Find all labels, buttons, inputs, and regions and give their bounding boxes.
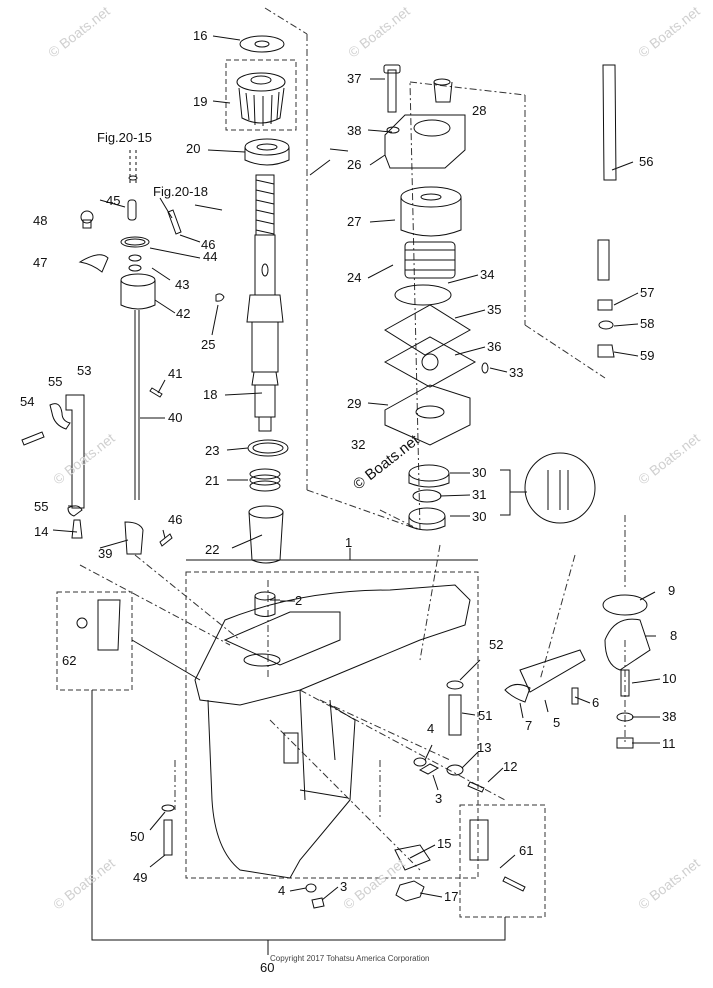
part-label-29: 29 xyxy=(347,396,362,411)
part-label-51: 51 xyxy=(478,708,493,723)
part-label-46b: 46 xyxy=(168,512,183,527)
part-label-20: 20 xyxy=(186,141,201,156)
part-label-59: 59 xyxy=(640,348,655,363)
part-label-3b: 3 xyxy=(340,879,348,894)
part-label-55a: 55 xyxy=(48,374,63,389)
part-label-13: 13 xyxy=(477,740,492,755)
part-label-55b: 55 xyxy=(34,499,49,514)
part-label-15: 15 xyxy=(437,836,452,851)
part-label-34: 34 xyxy=(480,267,495,282)
part-label-44: 44 xyxy=(203,249,218,264)
part-label-8: 8 xyxy=(670,628,678,643)
part-label-28: 28 xyxy=(472,103,487,118)
part-label-60: 60 xyxy=(260,960,275,975)
part-label-36: 36 xyxy=(487,339,502,354)
part-label-43: 43 xyxy=(175,277,190,292)
part-label-27: 27 xyxy=(347,214,362,229)
part-label-2: 2 xyxy=(295,593,303,608)
part-label-18: 18 xyxy=(203,387,218,402)
part-label-56: 56 xyxy=(639,154,654,169)
part-label-57: 57 xyxy=(640,285,655,300)
part-label-47: 47 xyxy=(33,255,48,270)
part-label-23: 23 xyxy=(205,443,220,458)
part-label-48: 48 xyxy=(33,213,48,228)
part-label-17: 17 xyxy=(444,889,459,904)
part-label-49: 49 xyxy=(133,870,148,885)
part-label-9: 9 xyxy=(668,583,676,598)
part-label-62: 62 xyxy=(62,653,77,668)
copyright-notice: Copyright 2017 Tohatsu America Corporati… xyxy=(270,954,430,963)
part-label-12: 12 xyxy=(503,759,518,774)
part-label-52: 52 xyxy=(489,637,504,652)
part-label-54: 54 xyxy=(20,394,35,409)
part-label-61: 61 xyxy=(519,843,534,858)
part-label-4a: 4 xyxy=(427,721,435,736)
part-label-42: 42 xyxy=(176,306,191,321)
part-label-38b: 38 xyxy=(662,709,677,724)
part-label-31: 31 xyxy=(472,487,487,502)
part-label-16: 16 xyxy=(193,28,208,43)
part-label-25: 25 xyxy=(201,337,216,352)
part-label-19: 19 xyxy=(193,94,208,109)
part-label-11: 11 xyxy=(662,736,676,751)
part-label-40: 40 xyxy=(168,410,183,425)
part-label-38a: 38 xyxy=(347,123,362,138)
part-label-45: 45 xyxy=(106,193,121,208)
part-label-4b: 4 xyxy=(278,883,286,898)
part-label-7: 7 xyxy=(525,718,533,733)
part-label-21: 21 xyxy=(205,473,220,488)
part-label-41: 41 xyxy=(168,366,183,381)
part-label-10: 10 xyxy=(662,671,677,686)
part-label-24: 24 xyxy=(347,270,362,285)
part-label-22: 22 xyxy=(205,542,220,557)
part-label-46a: 46 xyxy=(201,237,216,252)
part-label-1: 1 xyxy=(345,535,353,550)
part-label-14: 14 xyxy=(34,524,49,539)
part-label-30b: 30 xyxy=(472,509,487,524)
part-label-6: 6 xyxy=(592,695,600,710)
part-label-58: 58 xyxy=(640,316,655,331)
figure-ref-20-18: Fig.20-18 xyxy=(153,184,208,199)
part-label-50: 50 xyxy=(130,829,145,844)
part-label-30a: 30 xyxy=(472,465,487,480)
part-label-39: 39 xyxy=(98,546,113,561)
part-label-5: 5 xyxy=(553,715,561,730)
part-label-33: 33 xyxy=(509,365,524,380)
figure-ref-20-15: Fig.20-15 xyxy=(97,130,152,145)
part-label-26: 26 xyxy=(347,157,362,172)
part-label-53: 53 xyxy=(77,363,92,378)
part-label-3a: 3 xyxy=(435,791,443,806)
part-label-37: 37 xyxy=(347,71,362,86)
part-label-35: 35 xyxy=(487,302,502,317)
part-label-32: 32 xyxy=(351,437,366,452)
